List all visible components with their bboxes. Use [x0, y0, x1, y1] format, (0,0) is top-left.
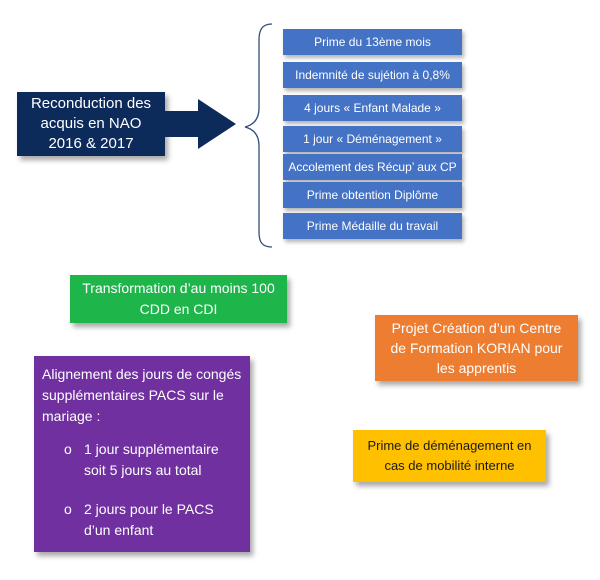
- item-label: Prime Médaille du travail: [306, 219, 439, 233]
- source-label: Reconduction des acquis en NAO 2016 & 20…: [30, 95, 152, 152]
- item-label: Accolement des Récup’ aux CP: [288, 160, 457, 174]
- item-label: Prime obtention Diplôme: [306, 188, 439, 202]
- yellow-box-label: Prime de déménagement en cas de mobilité…: [367, 438, 532, 473]
- item-prime-diplome: Prime obtention Diplôme: [283, 182, 462, 208]
- purple-box-pacs: Alignement des jours de congés supplémen…: [34, 356, 250, 552]
- bullet-circle-icon: o: [64, 441, 72, 457]
- purple-box-bullets: o 1 jour supplémentaire soit 5 jours au …: [42, 439, 242, 541]
- bullet-text: 2 jours pour le PACS d’un enfant: [84, 501, 214, 538]
- item-demenagement: 1 jour « Déménagement »: [283, 126, 462, 152]
- yellow-box-demenagement: Prime de déménagement en cas de mobilité…: [353, 430, 546, 482]
- item-indemnite-sujetion: Indemnité de sujétion à 0,8%: [283, 62, 462, 88]
- list-item: o 2 jours pour le PACS d’un enfant: [42, 499, 242, 541]
- curly-brace: [244, 23, 273, 248]
- purple-box-intro: Alignement des jours de congés supplémen…: [42, 366, 242, 424]
- item-label: Prime du 13ème mois: [314, 35, 431, 49]
- item-prime-13eme-mois: Prime du 13ème mois: [283, 29, 462, 55]
- list-item: o 1 jour supplémentaire soit 5 jours au …: [42, 439, 242, 481]
- orange-box-formation: Projet Création d’un Centre de Formation…: [375, 315, 578, 381]
- green-box-label: Transformation d’au moins 100 CDD en CDI: [82, 280, 275, 317]
- item-accolement-recup: Accolement des Récup’ aux CP: [283, 154, 462, 180]
- orange-box-label: Projet Création d’un Centre de Formation…: [390, 320, 563, 376]
- item-label: 1 jour « Déménagement »: [303, 132, 442, 146]
- bullet-circle-icon: o: [64, 501, 72, 517]
- green-box-cdi: Transformation d’au moins 100 CDD en CDI: [70, 275, 287, 323]
- bullet-text: 1 jour supplémentaire soit 5 jours au to…: [84, 441, 219, 478]
- item-enfant-malade: 4 jours « Enfant Malade »: [283, 95, 462, 121]
- item-label: Indemnité de sujétion à 0,8%: [295, 68, 450, 82]
- source-box: Reconduction des acquis en NAO 2016 & 20…: [17, 92, 165, 156]
- item-prime-medaille: Prime Médaille du travail: [283, 213, 462, 239]
- item-label: 4 jours « Enfant Malade »: [304, 101, 441, 115]
- right-arrow: [165, 99, 236, 149]
